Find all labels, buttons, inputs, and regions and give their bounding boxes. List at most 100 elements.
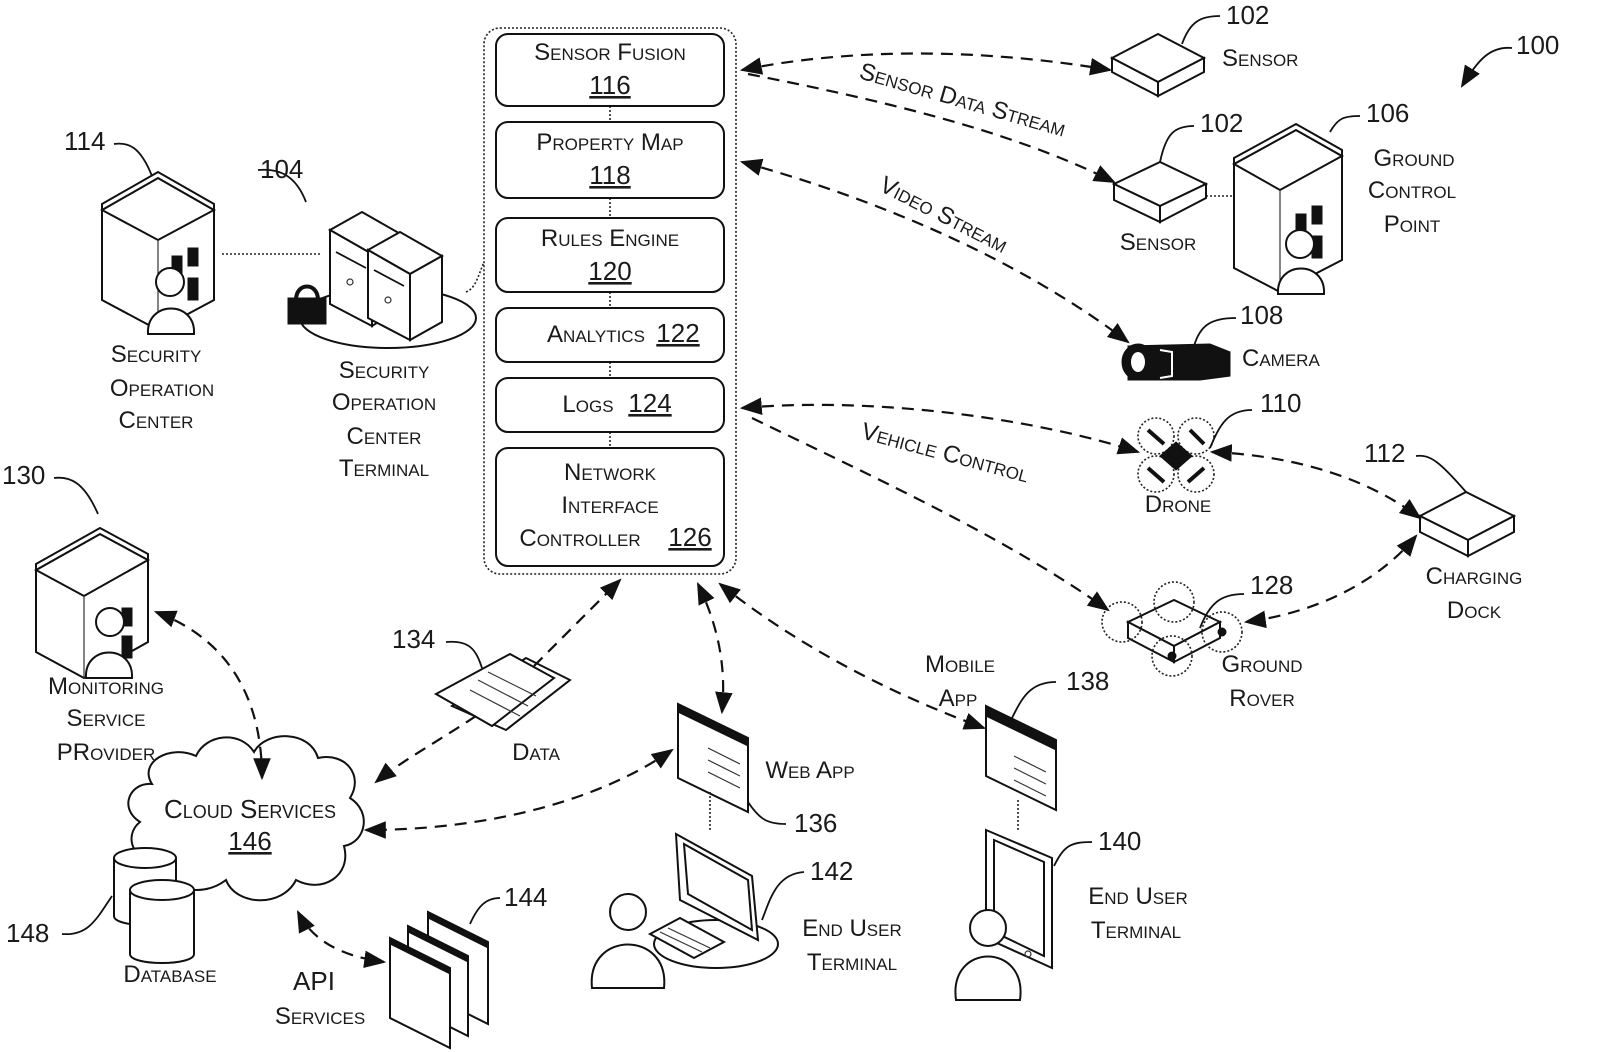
svg-text:Dock: Dock: [1447, 597, 1502, 624]
end-user-terminal-desktop: 142 End User Terminal: [590, 832, 902, 989]
svg-text:Mobile: Mobile: [925, 651, 995, 678]
svg-text:120: 120: [588, 256, 631, 286]
label-video-stream: Video Stream: [875, 171, 1012, 259]
svg-text:Interface: Interface: [561, 492, 658, 519]
svg-text:114: 114: [64, 126, 105, 156]
svg-text:Security: Security: [339, 357, 430, 384]
building-icon: [99, 170, 217, 335]
svg-text:104: 104: [260, 154, 303, 184]
svg-text:Security: Security: [111, 341, 202, 368]
svg-text:Operation: Operation: [332, 389, 436, 416]
svg-text:140: 140: [1098, 826, 1141, 856]
label-sensor-data-stream: Sensor Data Stream: [856, 58, 1068, 143]
mobile-app-window-icon: [985, 704, 1057, 812]
module-network-interface-controller: Network Interface Controller 126: [495, 447, 725, 567]
svg-text:Rules Engine: Rules Engine: [541, 225, 679, 252]
svg-text:Camera: Camera: [1242, 345, 1320, 372]
document-icon: [433, 652, 572, 732]
svg-text:Terminal: Terminal: [807, 949, 897, 976]
api-documents-icon: [389, 910, 489, 1050]
svg-text:144: 144: [504, 882, 547, 912]
svg-text:Ground: Ground: [1374, 145, 1455, 172]
svg-text:API: API: [293, 966, 335, 996]
svg-text:118: 118: [589, 160, 630, 190]
monitor-icon: [674, 832, 760, 942]
building-icon: [33, 526, 151, 680]
svg-text:126: 126: [668, 522, 711, 552]
sensor-mid: 102 Sensor: [1111, 108, 1243, 256]
web-app: 136 Web App: [677, 702, 855, 838]
module-property-map: Property Map 118: [495, 121, 725, 199]
link-terminal-system: [465, 261, 485, 293]
security-operation-center: 114 Security Operation Center: [64, 126, 217, 434]
svg-text:124: 124: [628, 388, 671, 418]
svg-text:136: 136: [794, 808, 837, 838]
mobile-app: 138 Mobile App: [925, 651, 1109, 812]
web-app-window-icon: [677, 702, 749, 814]
svg-text:142: 142: [810, 856, 853, 886]
ground-control-point: 106 Ground Control Point: [1231, 98, 1456, 295]
arrow-data-cloud: [374, 715, 477, 784]
drone: 110 Drone: [1137, 388, 1301, 518]
drone-icon: [1137, 417, 1215, 493]
end-user-terminal-mobile: 140 End User Terminal: [954, 826, 1188, 1001]
svg-text:134: 134: [392, 624, 435, 654]
camera-icon: [1121, 343, 1231, 381]
database: 148 Database: [6, 847, 217, 988]
camera: 108 Camera: [1121, 300, 1320, 381]
svg-text:122: 122: [656, 318, 699, 348]
svg-text:146: 146: [228, 826, 271, 856]
svg-text:Sensor Fusion: Sensor Fusion: [534, 39, 686, 66]
svg-text:Cloud Services: Cloud Services: [164, 794, 336, 824]
label-vehicle-control: Vehicle Control: [858, 418, 1031, 489]
svg-text:Network: Network: [564, 459, 657, 486]
arrow-monitoring-cloud: [153, 610, 271, 781]
monitoring-service-provider: 130 Monitoring Service PRovider: [2, 460, 164, 766]
arrow-nic-webapp: [697, 582, 733, 715]
server-icon: [327, 210, 445, 342]
arrow-drone-dock: [1209, 444, 1422, 520]
api-services: 144 API Services: [275, 882, 547, 1050]
svg-text:Data: Data: [512, 739, 561, 766]
svg-text:Charging: Charging: [1426, 563, 1523, 590]
sensor-top: 102 Sensor: [1109, 0, 1298, 98]
tablet-icon: [985, 828, 1053, 970]
svg-text:Analytics: Analytics: [547, 321, 645, 348]
svg-text:138: 138: [1066, 666, 1109, 696]
arrow-dock-rover: [1243, 534, 1418, 629]
svg-text:Drone: Drone: [1145, 491, 1211, 518]
svg-text:100: 100: [1516, 30, 1559, 60]
ground-rover: 128 Ground Rover: [1101, 570, 1303, 712]
connections: [153, 52, 1422, 969]
module-logs: Logs 124: [495, 377, 725, 433]
arrow-nic-data: [533, 578, 622, 667]
svg-text:Operation: Operation: [110, 375, 214, 402]
svg-text:108: 108: [1240, 300, 1283, 330]
svg-text:Sensor: Sensor: [1222, 45, 1298, 72]
svg-text:Service: Service: [67, 705, 146, 732]
svg-text:Logs: Logs: [562, 391, 613, 418]
svg-text:106: 106: [1366, 98, 1409, 128]
database-icon: [113, 847, 195, 964]
svg-text:Control: Control: [1368, 177, 1456, 204]
svg-text:110: 110: [1260, 388, 1301, 418]
keyboard-icon: [647, 916, 727, 960]
svg-text:148: 148: [6, 918, 49, 948]
svg-text:Ground: Ground: [1222, 651, 1303, 678]
svg-text:Terminal: Terminal: [339, 455, 429, 482]
svg-text:PRovider: PRovider: [57, 739, 156, 766]
rover-icon: [1101, 581, 1243, 677]
arrow-logs-rover: [751, 417, 1110, 612]
svg-text:Controller: Controller: [519, 525, 640, 552]
svg-text:App: App: [939, 685, 978, 712]
module-rules-engine: Rules Engine 120: [495, 217, 725, 293]
arrow-nic-mobileapp: [718, 582, 987, 730]
arrow-webapp-cloud: [363, 748, 674, 839]
svg-text:Services: Services: [275, 1003, 365, 1030]
arrow-sensor-fusion-sensor-top: [739, 52, 1113, 76]
svg-text:Web App: Web App: [765, 757, 854, 784]
user-icon: [954, 909, 1022, 1001]
lock-icon: [287, 284, 327, 325]
building-icon: [1231, 122, 1345, 295]
